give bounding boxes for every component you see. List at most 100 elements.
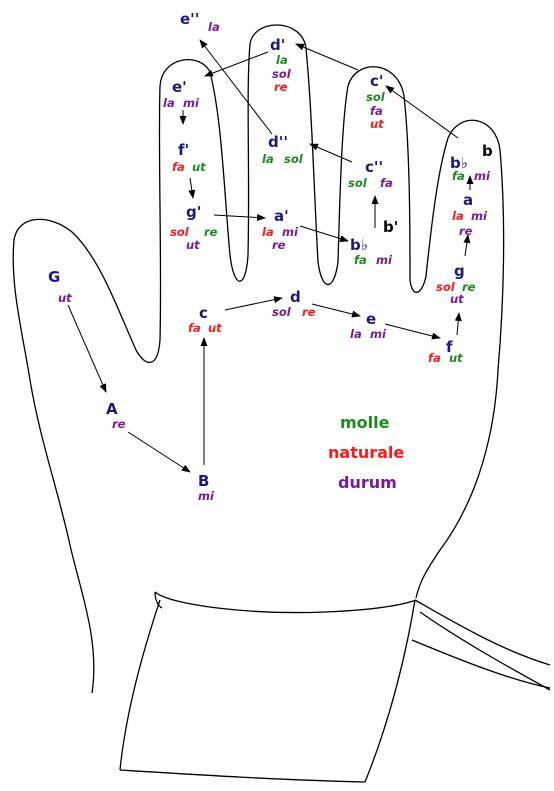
note-e1-name: e' xyxy=(172,78,187,96)
note-B-syllable: mi xyxy=(198,489,215,503)
note-e2-syllable-1: la xyxy=(208,20,220,34)
note-A-name: A xyxy=(106,400,118,418)
note-G: G ut xyxy=(48,268,72,305)
note-d2: d'' la sol xyxy=(262,133,304,166)
note-c2: c'' sol fa xyxy=(348,158,393,190)
note-c1: c' sol fa ut xyxy=(366,72,386,131)
note-G-name: G xyxy=(48,268,60,286)
note-d1-syllable-2: sol xyxy=(272,67,292,81)
note-bb-syllable-1: fa xyxy=(452,169,465,183)
note-A-syllable: re xyxy=(112,417,126,431)
note-g-syllable-3: ut xyxy=(450,292,464,306)
note-c: c fa ut xyxy=(188,304,222,335)
note-f1-syllable-2: ut xyxy=(192,160,206,174)
note-a-syllable-3: re xyxy=(459,224,473,238)
note-f-syllable-2: ut xyxy=(449,351,463,365)
note-c2-name: c'' xyxy=(365,158,383,176)
note-bb1-syllable-2: mi xyxy=(376,253,393,267)
note-f1-syllable-1: fa xyxy=(172,160,185,174)
note-e2: e'' la xyxy=(180,10,220,34)
note-a1: a' la mi re xyxy=(262,207,299,252)
note-g-syllable-2: re xyxy=(462,280,476,294)
note-B-name: B xyxy=(198,472,209,490)
note-a1-syllable-1: la xyxy=(262,225,274,239)
note-e-syllable-2: mi xyxy=(370,327,387,341)
arrow-g1-a1 xyxy=(214,215,265,218)
note-A: A re xyxy=(106,400,126,431)
note-g1-syllable-3: ut xyxy=(186,238,200,252)
arrow-e-f xyxy=(385,324,440,338)
note-a-syllable-2: mi xyxy=(471,209,488,223)
note-g1-syllable-2: re xyxy=(204,225,218,239)
note-a: a la mi re xyxy=(452,191,488,238)
legend-durum: durum xyxy=(338,473,397,492)
legend: molle naturale durum xyxy=(328,413,404,492)
note-bb-natural: b xyxy=(482,142,493,160)
note-d1-syllable-1: la xyxy=(276,53,288,67)
note-g: g sol re ut xyxy=(436,262,476,306)
note-c1-name: c' xyxy=(370,72,383,90)
note-f1: f' fa ut xyxy=(172,141,206,174)
note-c-syllable-1: fa xyxy=(188,321,201,335)
note-d2-syllable-2: sol xyxy=(284,152,304,166)
note-e1-syllable-1: la xyxy=(163,96,175,110)
note-d: d sol re xyxy=(272,288,316,319)
note-B: B mi xyxy=(198,472,215,503)
note-e-syllable-1: la xyxy=(350,327,362,341)
arrow-A-B xyxy=(128,432,190,472)
note-G-syllable: ut xyxy=(58,291,72,305)
note-g1-syllable-1: sol xyxy=(170,225,190,239)
arrow-f-g xyxy=(457,313,459,335)
note-c2-syllable-2: fa xyxy=(380,176,393,190)
arrow-f1-g1 xyxy=(190,178,193,198)
note-c-name: c xyxy=(199,304,208,322)
note-d1: d' la sol re xyxy=(270,36,292,94)
note-c-syllable-2: ut xyxy=(208,321,222,335)
note-c1-syllable-1: sol xyxy=(366,90,386,104)
wrist-outline xyxy=(155,592,416,613)
note-bb1-natural: b' xyxy=(383,218,398,236)
note-bb1-syllable-1: fa xyxy=(354,253,367,267)
note-a1-name: a' xyxy=(274,207,289,225)
note-g1: g' sol re ut xyxy=(170,203,218,252)
note-f: f fa ut xyxy=(428,338,463,365)
arrow-c2-d2 xyxy=(310,144,352,162)
note-a-syllable-1: la xyxy=(452,209,464,223)
note-bb1-name: b♭ xyxy=(350,236,368,254)
note-a1-syllable-2: mi xyxy=(282,225,299,239)
note-e1-syllable-2: mi xyxy=(183,96,200,110)
note-d1-name: d' xyxy=(270,36,285,54)
note-bb-syllable-2: mi xyxy=(474,169,491,183)
note-d2-name: d'' xyxy=(268,133,288,151)
arrow-a1-bb1 xyxy=(300,226,348,241)
note-bb: b♭ b fa mi xyxy=(450,142,493,183)
note-e-name: e xyxy=(366,310,376,328)
note-f1-name: f' xyxy=(178,141,189,159)
sleeve-outline xyxy=(120,600,550,782)
note-c1-syllable-3: ut xyxy=(370,117,384,131)
note-g-name: g xyxy=(454,262,465,280)
note-bb1: b♭ b' fa mi xyxy=(350,218,398,267)
legend-molle: molle xyxy=(340,413,390,432)
note-g1-name: g' xyxy=(186,203,201,221)
note-f-syllable-1: fa xyxy=(428,351,441,365)
note-d-syllable-2: re xyxy=(302,305,316,319)
note-e1: e' la mi xyxy=(163,78,200,110)
arrow-bb-c1 xyxy=(386,86,458,138)
arrow-d-e xyxy=(312,304,360,316)
note-d1-syllable-3: re xyxy=(274,80,288,94)
note-c1-syllable-2: fa xyxy=(370,104,383,118)
note-d-name: d xyxy=(290,288,301,306)
note-d-syllable-1: sol xyxy=(272,305,292,319)
arrow-c1-d1 xyxy=(296,44,358,70)
note-a1-syllable-3: re xyxy=(272,238,286,252)
note-d2-syllable-1: la xyxy=(262,152,274,166)
arrow-G-A xyxy=(68,305,106,392)
legend-naturale: naturale xyxy=(328,443,404,462)
note-c2-syllable-1: sol xyxy=(348,176,368,190)
note-a-name: a xyxy=(463,191,473,209)
arrow-g-a xyxy=(465,235,468,256)
note-e2-name: e'' xyxy=(180,10,199,28)
arrow-d1-e1 xyxy=(205,52,268,76)
